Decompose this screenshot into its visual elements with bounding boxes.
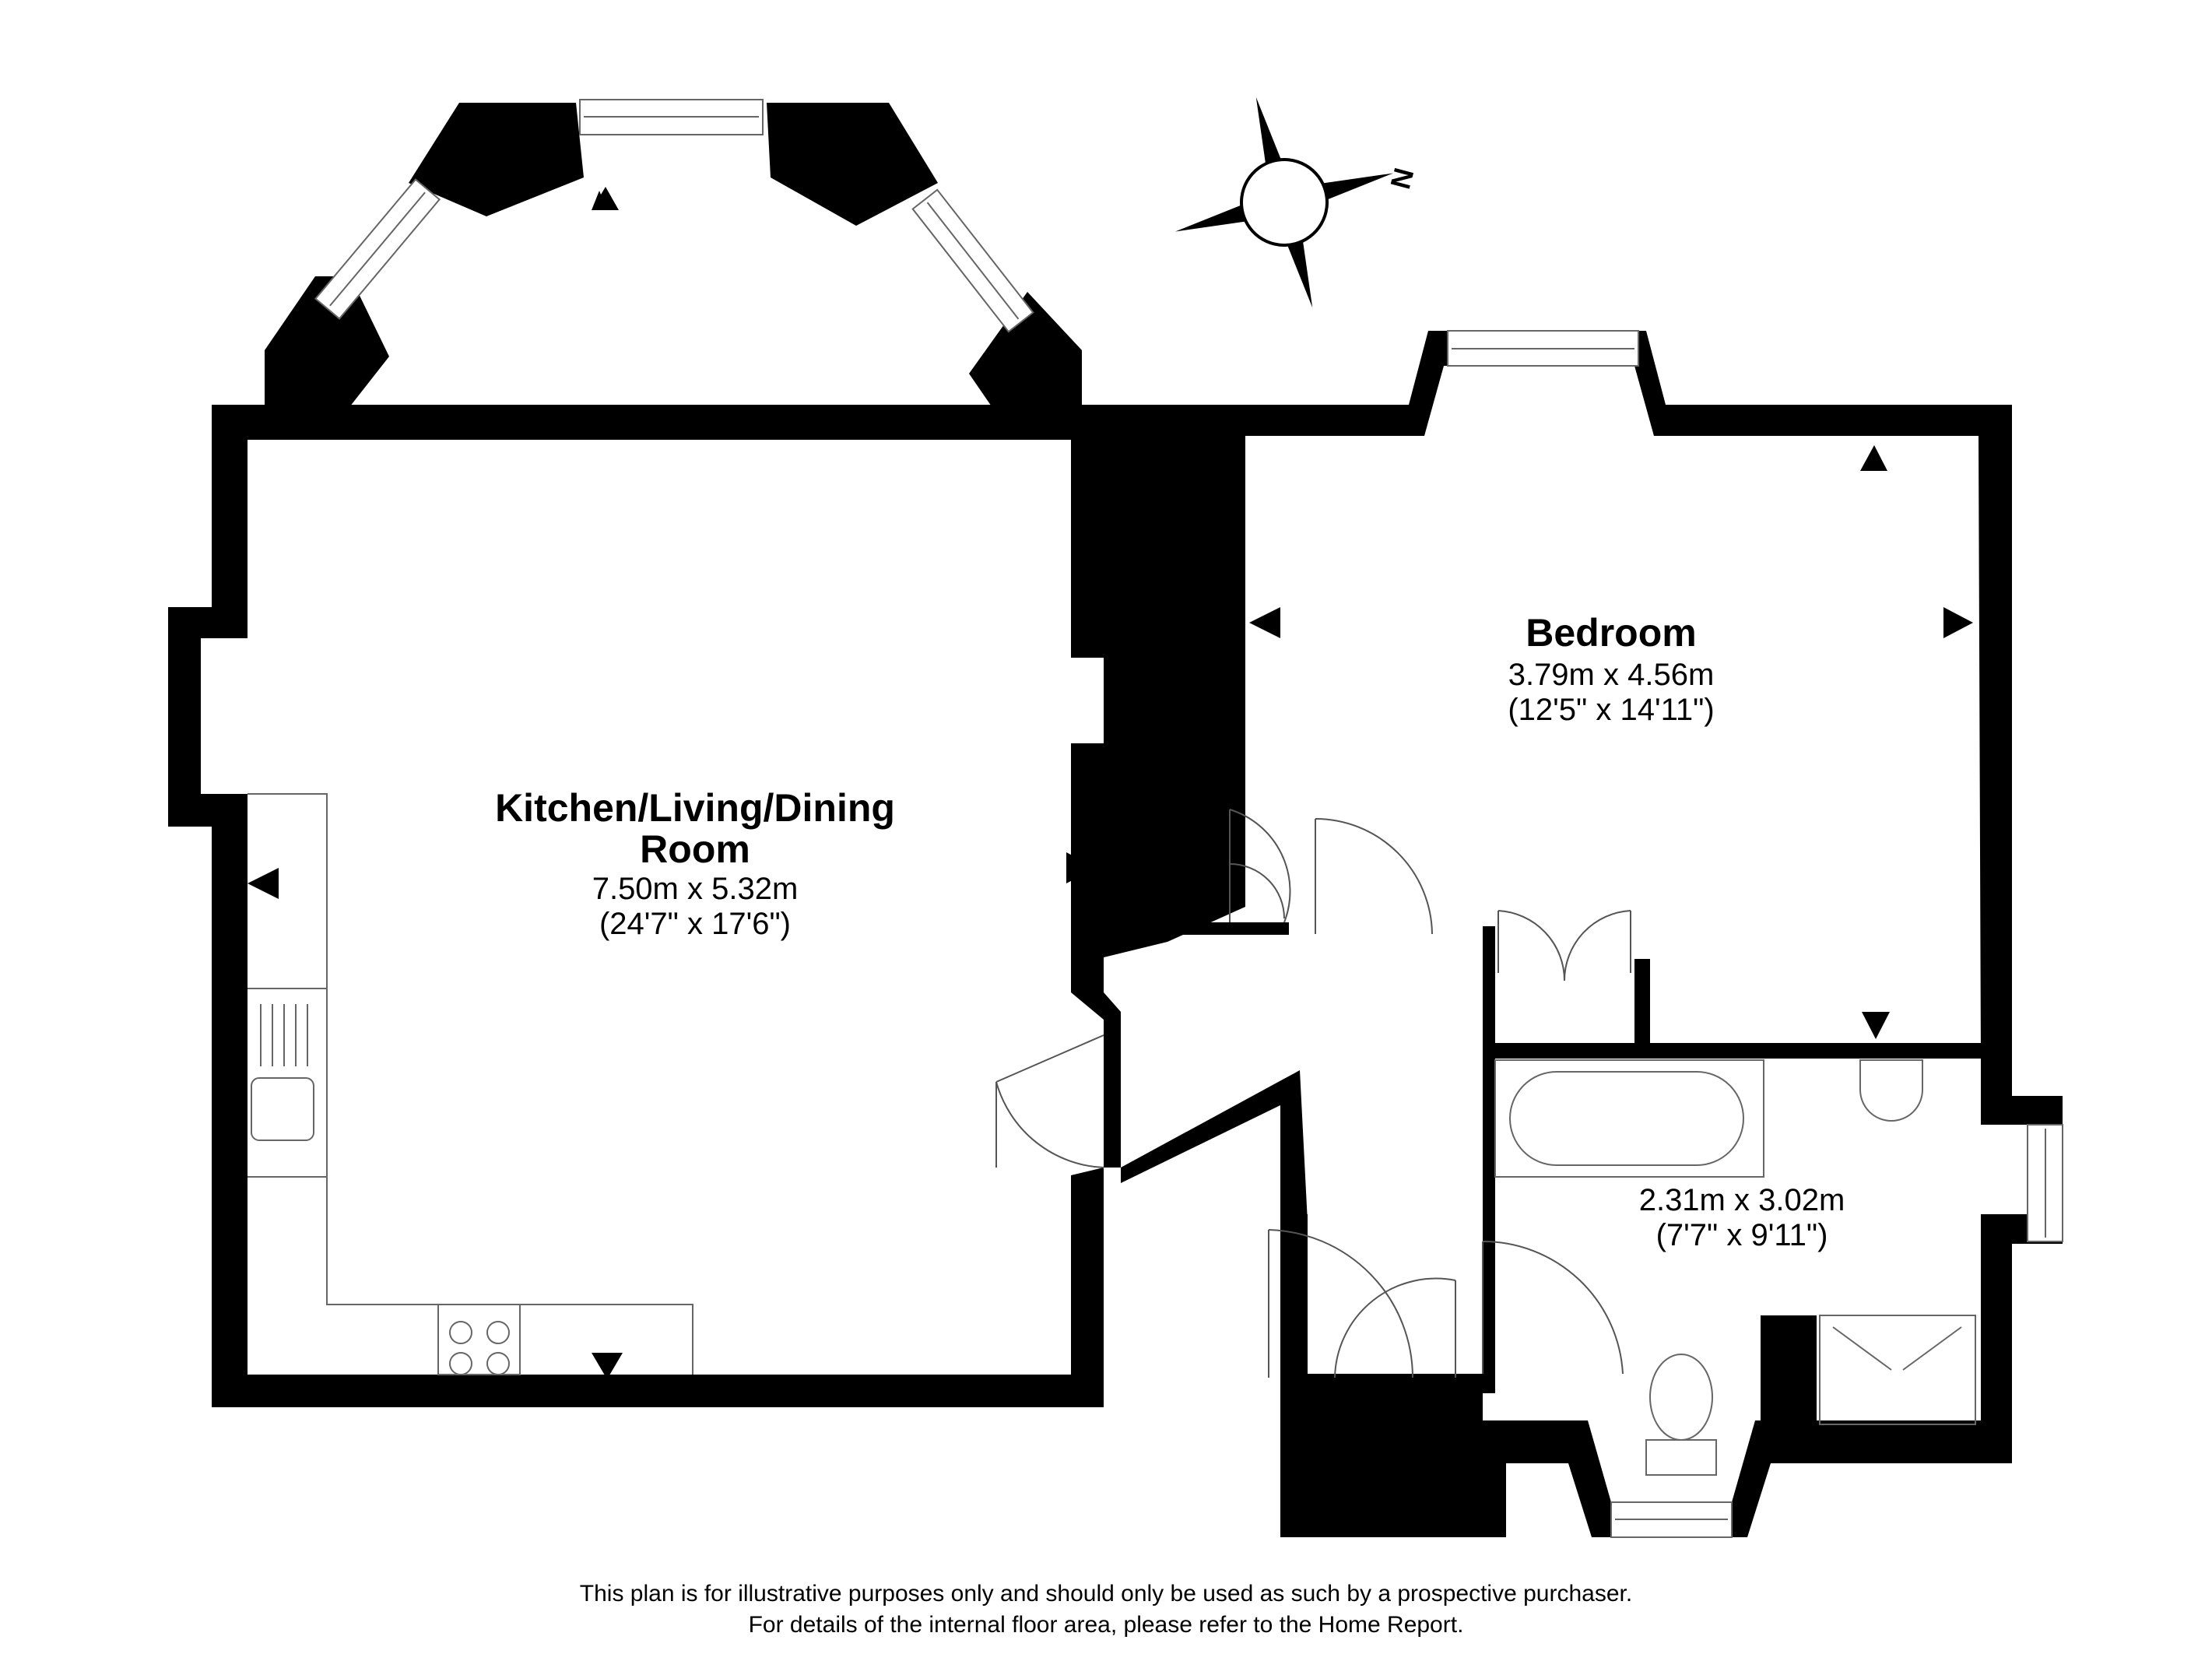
disclaimer: This plan is for illustrative purposes o…	[0, 1578, 2212, 1641]
kitchen-wall	[168, 405, 1121, 1407]
bedroom-dimensions-imperial: (12'5" x 14'11")	[1508, 693, 1714, 727]
walls	[168, 103, 2063, 1537]
kitchen-name-line2: Room	[640, 827, 750, 871]
doors	[995, 809, 1631, 1378]
bathroom-dimensions: 2.31m x 3.02m	[1639, 1183, 1845, 1217]
bay-pier-right-lower	[969, 292, 1082, 436]
door-store-inner	[1334, 1277, 1456, 1378]
kitchen-dimensions: 7.50m x 5.32m	[592, 872, 799, 906]
kitchen-name-line1: Kitchen/Living/Dining	[495, 786, 895, 830]
bedroom-name: Bedroom	[1526, 611, 1696, 655]
bathroom-fixtures	[1494, 1059, 1976, 1476]
bathroom-dimensions-imperial: (7'7" x 9'11")	[1656, 1218, 1828, 1252]
shower-tray-icon	[1819, 1315, 1976, 1425]
disclaimer-line-1: This plan is for illustrative purposes o…	[579, 1581, 1633, 1607]
door-closet	[1229, 809, 1291, 923]
basin-icon	[1859, 1059, 1923, 1122]
room-labels: Kitchen/Living/Dining Room 7.50m x 5.32m…	[495, 611, 1845, 1252]
partition-wall	[1483, 1043, 1981, 1059]
hall-closet-wall	[1152, 922, 1289, 935]
toilet-icon	[1649, 1354, 1713, 1441]
kitchen-dimensions-imperial: (24'7" x 17'6")	[599, 907, 791, 941]
measurement-markers	[248, 187, 1973, 1379]
door-wardrobe	[1497, 910, 1631, 981]
compass-north-label: N	[1384, 164, 1420, 192]
hall-right-wall	[1483, 926, 1495, 1393]
door-store	[1268, 1229, 1413, 1378]
wardrobe-wall-right	[1634, 959, 1650, 1059]
disclaimer-line-2: For details of the internal floor area, …	[748, 1612, 1464, 1638]
hall-lower-wall	[1121, 1070, 1308, 1222]
bay-pier-left-upper	[409, 103, 584, 216]
bay-pier-right-upper	[767, 103, 938, 226]
worktop-edge	[248, 793, 693, 1375]
door-bedroom	[1315, 818, 1433, 935]
door-bathroom	[1482, 1240, 1624, 1375]
drainer-icon	[260, 1004, 308, 1066]
sink-icon	[251, 1077, 314, 1141]
bedroom-wall	[1245, 331, 2063, 1537]
compass-rose-icon	[1174, 97, 1394, 308]
bath-icon	[1494, 1059, 1764, 1178]
shower-wall	[1761, 1315, 1817, 1420]
kitchen-fixtures	[248, 793, 693, 1375]
windows	[314, 99, 2063, 1538]
bedroom-dimensions: 3.79m x 4.56m	[1508, 658, 1715, 692]
door-kitchen	[995, 1034, 1104, 1168]
bay-pier-left-lower	[265, 276, 389, 436]
chimney-breast	[1104, 405, 1245, 957]
hob-icon	[437, 1304, 521, 1375]
